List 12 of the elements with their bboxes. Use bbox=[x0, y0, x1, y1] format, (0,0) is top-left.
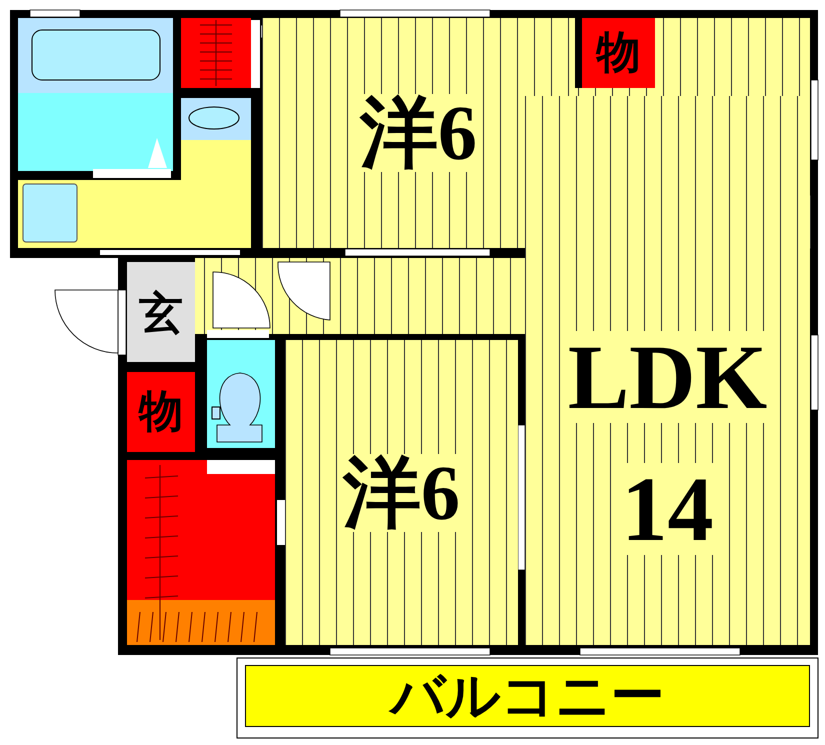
balcony-area bbox=[245, 665, 810, 727]
room-label: 物 bbox=[596, 31, 640, 75]
room-label: 洋6 bbox=[360, 94, 477, 172]
room-floor bbox=[285, 340, 518, 645]
room-label: 玄 bbox=[139, 292, 183, 336]
room-label: 洋6 bbox=[343, 454, 460, 532]
room-label: 物 bbox=[139, 390, 183, 434]
closet-area bbox=[582, 18, 655, 88]
room-floor bbox=[525, 96, 810, 645]
room-label: LDK bbox=[568, 331, 768, 423]
room-label: バルコニー bbox=[390, 669, 664, 723]
closet-area bbox=[127, 372, 195, 452]
